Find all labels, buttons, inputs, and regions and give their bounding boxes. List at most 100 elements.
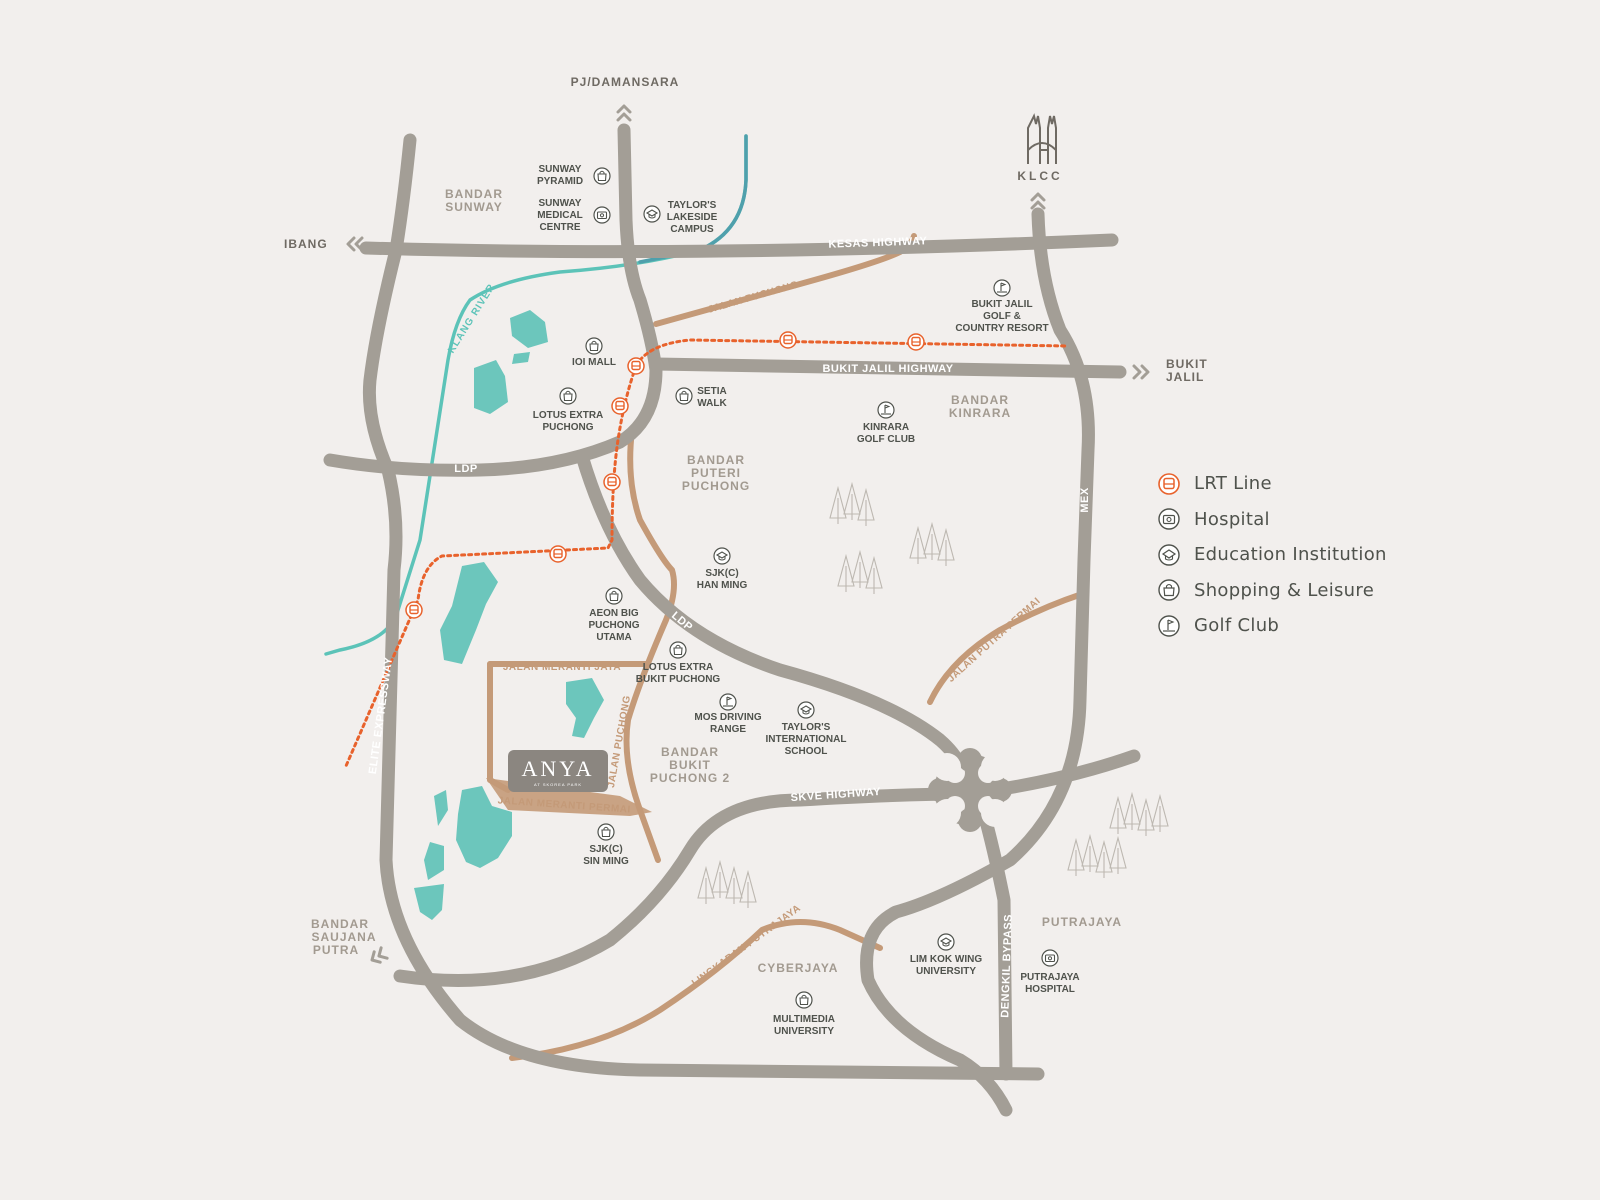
poi-taylors-international-2: INTERNATIONAL <box>766 734 847 745</box>
road-kesas-label: KESAS HIGHWAY <box>828 235 928 250</box>
legend-item-education: Education Institution <box>1158 537 1458 573</box>
area-bandar-kinrara-2: KINRARA <box>949 406 1011 420</box>
legend-item-lrt: LRT Line <box>1158 466 1458 502</box>
poi-labels: SUNWAY PYRAMID SUNWAY MEDICAL CENTRE TAY… <box>533 164 1080 1037</box>
direction-east-label-1: BUKIT <box>1166 357 1208 371</box>
area-saujana-putra-2: SAUJANA <box>311 930 376 944</box>
poi-lotus-extra-bukit-2: BUKIT PUCHONG <box>636 674 721 685</box>
sunway-medical-icon <box>593 206 611 224</box>
aeon-big-icon <box>605 587 623 605</box>
legend-item-hospital: Hospital <box>1158 502 1458 538</box>
area-bukit-puchong-2: BUKIT <box>669 758 711 772</box>
poi-mos-driving-1: MOS DRIVING <box>694 712 761 723</box>
shopping-icon <box>1158 579 1180 601</box>
kinrara-golf-icon <box>877 401 895 419</box>
direction-west-label: IBANG <box>284 237 328 251</box>
poi-taylors-lakeside-3: CAMPUS <box>670 224 714 235</box>
lotus-extra-puchong-icon <box>559 387 577 405</box>
direction-klcc-label: KLCC <box>1017 169 1062 183</box>
road-lingkaran-putrajaya-label: LINGKARAN PUTRAJAYA <box>690 903 803 989</box>
road-jalan-putra-permai-label: JALAN PUTRA PERMAI <box>946 596 1043 685</box>
poi-kinrara-golf-2: GOLF CLUB <box>857 434 915 445</box>
ioi-mall-icon <box>585 337 603 355</box>
poi-lotus-extra-puchong-1: LOTUS EXTRA <box>533 410 604 421</box>
poi-setia-walk-2: WALK <box>697 398 727 409</box>
road-jalan-puchong-top-label: JALAN PUCHONG <box>707 279 800 315</box>
poi-sjkc-sin-ming-1: SJK(C) <box>589 844 622 855</box>
road-mex-label: MEX <box>1079 487 1091 513</box>
poi-bukit-jalil-golf-2: GOLF & <box>983 311 1021 322</box>
lotus-extra-bukit-icon <box>669 641 687 659</box>
legend-item-golf: Golf Club <box>1158 608 1458 644</box>
direction-north-label: PJ/DAMANSARA <box>571 75 680 89</box>
klcc-towers-icon <box>1027 113 1057 164</box>
legend-label-hospital: Hospital <box>1194 508 1270 530</box>
area-bukit-puchong-1: BANDAR <box>661 745 719 759</box>
area-puteri-puchong-2: PUTERI <box>691 466 741 480</box>
poi-lim-kok-wing-2: UNIVERSITY <box>916 966 976 977</box>
poi-taylors-international-1: TAYLOR'S <box>782 722 831 733</box>
poi-sjkc-han-ming-1: SJK(C) <box>705 568 738 579</box>
poi-sunway-medical-1: SUNWAY <box>539 198 582 209</box>
area-puteri-puchong-1: BANDAR <box>687 453 745 467</box>
multimedia-university-icon <box>795 991 813 1009</box>
sjkc-han-ming-icon <box>713 547 731 565</box>
road-bukit-jalil-label: BUKIT JALIL HIGHWAY <box>822 363 953 375</box>
road-dengkil-label: DENGKIL BYPASS <box>999 914 1015 1018</box>
bukit-jalil-golf-icon <box>993 279 1011 297</box>
anya-logo: ANYA <box>521 756 594 781</box>
education-icon <box>1158 544 1180 566</box>
poi-taylors-international-3: SCHOOL <box>785 746 828 757</box>
legend-label-education: Education Institution <box>1194 544 1387 566</box>
area-putrajaya: PUTRAJAYA <box>1042 915 1122 929</box>
poi-bukit-jalil-golf-1: BUKIT JALIL <box>971 299 1032 310</box>
poi-sunway-medical-2: MEDICAL <box>537 210 583 221</box>
poi-ioi-mall: IOI MALL <box>572 357 616 368</box>
roundabout <box>928 748 1012 832</box>
area-puteri-puchong-3: PUCHONG <box>682 479 750 493</box>
main-roads <box>323 123 1141 1117</box>
poi-kinrara-golf-1: KINRARA <box>863 422 909 433</box>
area-saujana-putra-3: PUTRA <box>313 943 359 957</box>
poi-multimedia-university-1: MULTIMEDIA <box>773 1014 835 1025</box>
lakes <box>414 310 604 920</box>
poi-aeon-big-3: UTAMA <box>596 632 631 643</box>
area-labels: BANDAR SUNWAY BANDAR KINRARA BANDAR PUTE… <box>311 187 1122 975</box>
anya-sub: AT SKOREA PARK <box>534 782 582 787</box>
poi-lim-kok-wing-1: LIM KOK WING <box>910 954 982 965</box>
poi-sunway-pyramid-1: SUNWAY <box>539 164 582 175</box>
poi-bukit-jalil-golf-3: COUNTRY RESORT <box>955 323 1048 334</box>
poi-aeon-big-2: PUCHONG <box>588 620 639 631</box>
poi-setia-walk-1: SETIA <box>697 386 726 397</box>
area-cyberjaya: CYBERJAYA <box>758 961 839 975</box>
poi-aeon-big-1: AEON BIG <box>589 608 639 619</box>
sunway-pyramid-icon <box>593 167 611 185</box>
poi-lotus-extra-bukit-1: LOTUS EXTRA <box>643 662 714 673</box>
lrt-icon <box>1158 472 1180 495</box>
poi-putrajaya-hospital-1: PUTRAJAYA <box>1020 972 1079 983</box>
poi-multimedia-university-2: UNIVERSITY <box>774 1026 834 1037</box>
anya-marker: ANYA AT SKOREA PARK <box>508 750 608 792</box>
hospital-icon <box>1158 508 1180 530</box>
legend-item-shopping: Shopping & Leisure <box>1158 573 1458 609</box>
poi-sjkc-han-ming-2: HAN MING <box>697 580 748 591</box>
direction-east-label-2: JALIL <box>1166 370 1204 384</box>
golf-icon <box>1158 615 1180 637</box>
sjkc-sin-ming-icon <box>597 823 615 841</box>
area-bandar-kinrara-1: BANDAR <box>951 393 1009 407</box>
poi-sjkc-sin-ming-2: SIN MING <box>583 856 629 867</box>
river-klang-label: KLANG RIVER <box>446 282 498 356</box>
poi-taylors-lakeside-2: LAKESIDE <box>667 212 718 223</box>
mos-driving-icon <box>719 693 737 711</box>
poi-sunway-pyramid-2: PYRAMID <box>537 176 583 187</box>
taylors-international-icon <box>797 701 815 719</box>
road-ldp-west-label: LDP <box>454 463 478 475</box>
map-legend: LRT Line Hospital Education Institution … <box>1158 466 1458 644</box>
taylors-lakeside-icon <box>643 205 661 223</box>
lim-kok-wing-icon <box>937 933 955 951</box>
area-bandar-sunway-1: BANDAR <box>445 187 503 201</box>
legend-label-lrt: LRT Line <box>1194 473 1272 495</box>
road-jalan-meranti-jaya-label: JALAN MERANTI JAYA <box>503 662 621 673</box>
poi-taylors-lakeside-1: TAYLOR'S <box>668 200 717 211</box>
